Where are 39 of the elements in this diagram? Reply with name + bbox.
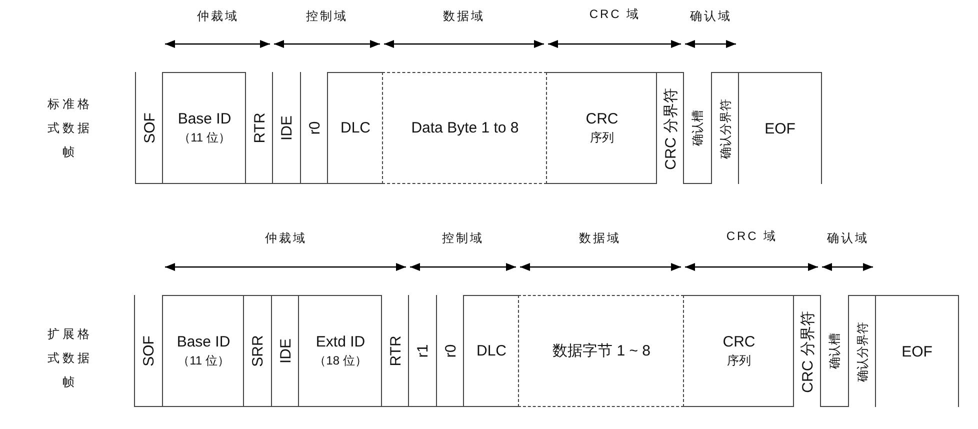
bit-field-cell: 确认槽 [683, 72, 712, 184]
bit-field-cell: SRR [243, 295, 272, 407]
bit-field-cell: r0 [300, 72, 328, 184]
bit-field-cell: Base ID （11 位） [162, 295, 244, 407]
bit-field-cell: Data Byte 1 to 8 [382, 72, 547, 184]
field-label: 控制域 [306, 8, 348, 25]
field-label: CRC 域 [726, 228, 778, 245]
bit-field-cell: 确认分界符 [711, 72, 739, 184]
bit-field-cell: SOF [134, 295, 163, 407]
bit-field-cell: CRC 分界符 [656, 72, 684, 184]
bit-field-cell: Base ID （11 位） [162, 72, 246, 184]
bit-field-cell: IDE [271, 295, 299, 407]
bit-field-cell: 确认分界符 [848, 295, 876, 407]
frame-type-label: 标准格式数据帧 [46, 96, 94, 161]
bit-field-cell: RTR [245, 72, 273, 184]
field-label: 确认域 [690, 8, 732, 25]
field-label: CRC 域 [589, 6, 641, 23]
bit-field-cell: 数据字节 1 ~ 8 [518, 295, 684, 407]
bit-field-cell: EOF [738, 72, 822, 184]
bit-field-cell: DLC [327, 72, 383, 184]
bit-field-cell: CRC 序列 [546, 72, 657, 184]
field-label: 仲裁域 [197, 8, 239, 25]
bit-field-cell: 确认槽 [820, 295, 849, 407]
field-label: 数据域 [579, 230, 621, 247]
bit-field-cell: CRC 序列 [683, 295, 794, 407]
field-label: 仲裁域 [265, 230, 307, 247]
frame-type-label: 扩展格式数据帧 [46, 326, 94, 391]
bit-field-cell: SOF [135, 72, 163, 184]
field-label: 确认域 [827, 230, 869, 247]
bit-field-cell: r1 [408, 295, 437, 407]
field-label: 数据域 [443, 8, 485, 25]
bit-field-cell: DLC [463, 295, 519, 407]
bit-field-cell: IDE [272, 72, 301, 184]
field-label: 控制域 [442, 230, 484, 247]
bit-field-cell: RTR [381, 295, 409, 407]
bit-field-cell: CRC 分界符 [793, 295, 821, 407]
bit-field-cell: r0 [436, 295, 464, 407]
bit-field-cell: Extd ID （18 位） [298, 295, 382, 407]
bit-field-cell: EOF [875, 295, 959, 407]
